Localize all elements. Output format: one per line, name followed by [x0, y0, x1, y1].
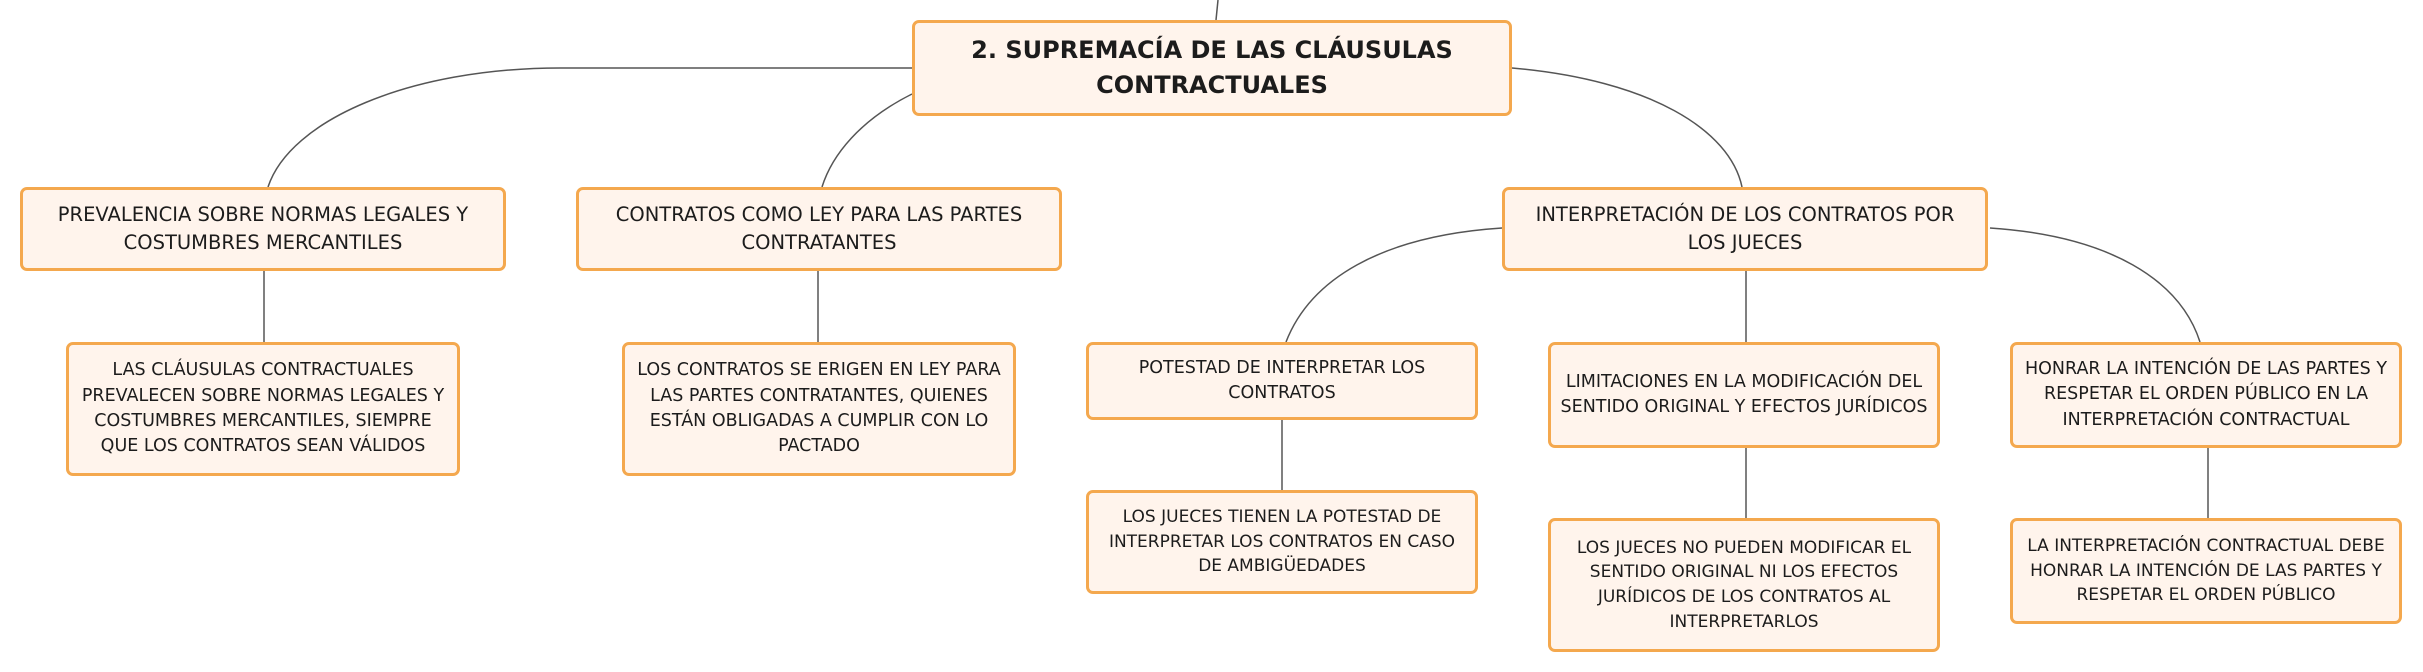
connector-interpretacion-to-potestad [1285, 227, 1503, 343]
detail-contratos-ley-label: LOS CONTRATOS SE ERIGEN EN LEY PARA LAS … [637, 360, 1001, 457]
detail-contratos-ley[interactable]: LOS CONTRATOS SE ERIGEN EN LEY PARA LAS … [622, 342, 1016, 476]
subtopic-limitaciones[interactable]: LIMITACIONES EN LA MODIFICACIÓN DEL SENT… [1548, 342, 1940, 448]
root-topic[interactable]: 2. SUPREMACÍA DE LAS CLÁUSULAS CONTRACTU… [912, 20, 1512, 116]
root-topic-label: 2. SUPREMACÍA DE LAS CLÁUSULAS CONTRACTU… [971, 36, 1453, 99]
subtopic-limitaciones-label: LIMITACIONES EN LA MODIFICACIÓN DEL SENT… [1560, 371, 1928, 417]
connector-root-incoming [1215, 0, 1219, 21]
topic-prevalencia-label: PREVALENCIA SOBRE NORMAS LEGALES Y COSTU… [57, 202, 469, 254]
subtopic-potestad[interactable]: POTESTAD DE INTERPRETAR LOS CONTRATOS [1086, 342, 1478, 420]
detail-prevalencia-label: LAS CLÁUSULAS CONTRACTUALES PREVALECEN S… [81, 360, 445, 457]
topic-contratos-ley[interactable]: CONTRATOS COMO LEY PARA LAS PARTES CONTR… [576, 187, 1062, 271]
detail-limitaciones-label: LOS JUECES NO PUEDEN MODIFICAR EL SENTID… [1576, 537, 1912, 632]
subtopic-potestad-label: POTESTAD DE INTERPRETAR LOS CONTRATOS [1138, 357, 1426, 403]
topic-interpretacion-label: INTERPRETACIÓN DE LOS CONTRATOS POR LOS … [1535, 202, 1955, 254]
topic-interpretacion[interactable]: INTERPRETACIÓN DE LOS CONTRATOS POR LOS … [1502, 187, 1988, 271]
connector-root-to-prevalencia [267, 67, 912, 188]
detail-honrar[interactable]: LA INTERPRETACIÓN CONTRACTUAL DEBE HONRA… [2010, 518, 2402, 624]
subtopic-honrar[interactable]: HONRAR LA INTENCIÓN DE LAS PARTES Y RESP… [2010, 342, 2402, 448]
detail-limitaciones[interactable]: LOS JUECES NO PUEDEN MODIFICAR EL SENTID… [1548, 518, 1940, 652]
detail-potestad[interactable]: LOS JUECES TIENEN LA POTESTAD DE INTERPR… [1086, 490, 1478, 594]
topic-contratos-ley-label: CONTRATOS COMO LEY PARA LAS PARTES CONTR… [615, 202, 1023, 254]
topic-prevalencia[interactable]: PREVALENCIA SOBRE NORMAS LEGALES Y COSTU… [20, 187, 506, 271]
subtopic-honrar-label: HONRAR LA INTENCIÓN DE LAS PARTES Y RESP… [2024, 358, 2388, 430]
connector-root-to-contratos-ley [821, 93, 913, 188]
detail-honrar-label: LA INTERPRETACIÓN CONTRACTUAL DEBE HONRA… [2027, 536, 2385, 606]
connector-root-to-interpretacion [1511, 67, 1743, 188]
detail-prevalencia[interactable]: LAS CLÁUSULAS CONTRACTUALES PREVALECEN S… [66, 342, 460, 476]
detail-potestad-label: LOS JUECES TIENEN LA POTESTAD DE INTERPR… [1108, 507, 1456, 577]
connector-interpretacion-to-honrar [1989, 227, 2201, 343]
